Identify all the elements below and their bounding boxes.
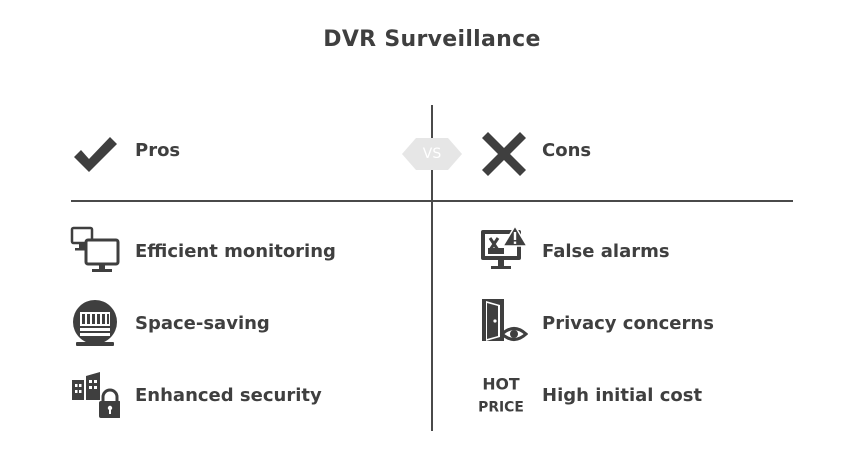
pros-heading: Pros [135,140,181,161]
cons-heading: Cons [542,140,592,161]
horizontal-divider [71,200,793,202]
pros-item-label: Enhanced security [135,385,322,406]
cons-item-label: False alarms [542,241,670,262]
price-text: PRICE [478,400,524,416]
vs-badge-icon [402,138,462,170]
x-mark-icon [482,132,526,176]
pros-item-label: Efficient monitoring [135,241,336,262]
server-rack-icon [73,300,117,346]
vs-label: VS [422,146,442,162]
monitor-alert-icon [481,224,528,269]
cons-item-label: High initial cost [542,385,703,406]
diagram-title: DVR Surveillance [323,27,541,52]
checkmark-icon [74,137,117,172]
vertical-divider [431,105,433,431]
hot-price-icon: HOT PRICE [478,374,524,416]
pros-item-label: Space-saving [135,313,270,334]
cons-item-label: Privacy concerns [542,313,714,334]
buildings-lock-icon [72,372,120,418]
hot-text: HOT [482,374,520,393]
monitors-icon [70,226,120,272]
door-eye-icon [482,299,528,341]
